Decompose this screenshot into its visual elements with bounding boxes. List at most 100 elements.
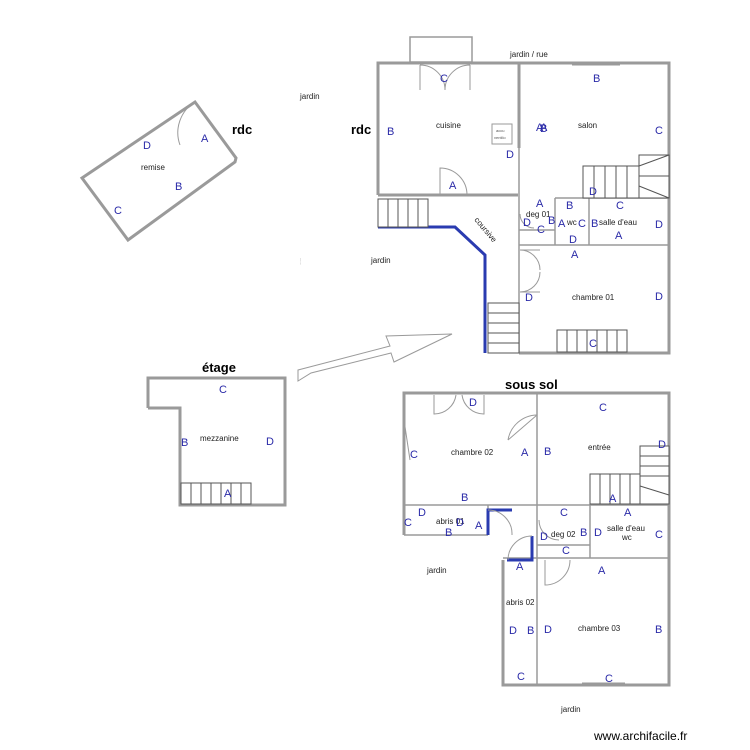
- brand-link[interactable]: www.archifacile.fr: [593, 729, 687, 743]
- wall-label: C: [616, 200, 624, 212]
- wall-label: C: [517, 671, 525, 683]
- wall-label: D: [544, 624, 552, 636]
- wall-label: B: [181, 437, 188, 449]
- wall-label: A: [598, 565, 606, 577]
- room-entree: entrée: [588, 443, 611, 452]
- arrow-icon: [297, 333, 453, 382]
- wall-label: A: [475, 520, 483, 532]
- wall-label: D: [469, 397, 477, 409]
- wall-label: B: [655, 624, 662, 636]
- remise-building: remise A D B C: [79, 99, 238, 243]
- room-salon: salon: [578, 121, 597, 130]
- room-remise: remise: [141, 163, 166, 172]
- wall-label: D: [525, 292, 533, 304]
- wall-label: C: [537, 224, 545, 236]
- wall-label: B: [387, 126, 394, 138]
- wall-label: A: [516, 561, 524, 573]
- section-title-rdc-left: rdc: [232, 122, 252, 137]
- room-mezzanine: mezzanine: [200, 434, 239, 443]
- stairs-rdc-coursive: [487, 302, 520, 354]
- wall-label: B: [445, 527, 452, 539]
- wall-label: C: [440, 73, 448, 85]
- wall-label: B: [548, 215, 555, 227]
- wall-label: C: [655, 529, 663, 541]
- wall-label: C: [219, 384, 227, 396]
- wall-label: A: [449, 180, 457, 192]
- wall-label: A: [521, 447, 529, 459]
- wall-label: C: [655, 125, 663, 137]
- wall-label: A: [536, 198, 544, 210]
- wall-label: A: [536, 122, 544, 134]
- room-coursive: coursive: [472, 216, 498, 245]
- room-salle-eau1: salle d'eau: [599, 218, 637, 227]
- wall-label: D: [569, 234, 577, 246]
- wall-label: D: [143, 140, 151, 152]
- room-wc2: wc: [621, 533, 632, 542]
- wall-label: B: [461, 492, 468, 504]
- wall-label: B: [540, 123, 547, 135]
- annotation-ventilo: ventilo: [494, 135, 506, 140]
- wall-label: D: [523, 217, 531, 229]
- wall-label: D: [418, 507, 426, 519]
- outdoor-jardin: jardin: [560, 705, 581, 714]
- sous-sol-floor: chambre 02 entrée abris 01 deg 02 salle …: [402, 391, 671, 714]
- outdoor-jardin: jardin: [299, 92, 320, 101]
- section-title-rdc-right: rdc: [351, 122, 371, 137]
- wall-label: A: [540, 122, 548, 134]
- wall-label: C: [560, 507, 568, 519]
- wall-label: A: [609, 493, 617, 505]
- wall-label: A: [558, 218, 566, 230]
- room-deg01: deg 01: [526, 210, 551, 219]
- wall-label: D: [655, 219, 663, 231]
- wall-label: C: [578, 218, 586, 230]
- outdoor-jardin: jardin: [426, 566, 447, 575]
- wall-label: C: [599, 402, 607, 414]
- stairs-rdc-left: [377, 198, 429, 228]
- wall-label: D: [658, 439, 666, 451]
- section-title-etage: étage: [202, 360, 236, 375]
- wall-label: D: [589, 186, 597, 198]
- wall-label: D: [456, 517, 464, 529]
- wall-label: B: [527, 625, 534, 637]
- annotation-accu: accu: [496, 128, 504, 133]
- wall-label: A: [615, 230, 623, 242]
- wall-label: D: [594, 527, 602, 539]
- room-salle-eau2: salle d'eau: [607, 524, 645, 533]
- outdoor-jardin-rue: jardin / rue: [509, 50, 548, 59]
- wall-label: C: [605, 673, 613, 685]
- stairs-entree: [589, 445, 670, 505]
- room-chambre03: chambre 03: [578, 624, 621, 633]
- wall-label: D: [655, 291, 663, 303]
- outdoor-jardin: jardin: [370, 256, 391, 265]
- wall-label: B: [566, 200, 573, 212]
- wall-label: B: [544, 446, 551, 458]
- wall-label: A: [624, 507, 632, 519]
- stairs-chambre01: [556, 329, 628, 353]
- stairs-rdc-salon: [582, 154, 670, 199]
- room-chambre01: chambre 01: [572, 293, 615, 302]
- wall-label: D: [266, 436, 274, 448]
- section-title-sous-sol: sous sol: [505, 377, 558, 392]
- room-deg02: deg 02: [551, 530, 576, 539]
- wall-label: A: [224, 488, 232, 500]
- wall-label: C: [562, 545, 570, 557]
- wall-label: B: [593, 73, 600, 85]
- room-cuisine: cuisine: [436, 121, 461, 130]
- wall-label: B: [175, 181, 182, 193]
- rdc-floor: accu ventilo cuisine salon coursive deg …: [299, 36, 671, 355]
- stairs-mezzanine: [180, 482, 252, 505]
- room-chambre02: chambre 02: [451, 448, 494, 457]
- wall-label: A: [201, 133, 209, 145]
- wall-label: C: [114, 205, 122, 217]
- room-abris02: abris 02: [506, 598, 535, 607]
- etage-floor: mezzanine C B D A: [146, 376, 287, 507]
- wall-label: D: [540, 531, 548, 543]
- annotation-tiny: ......: [299, 258, 304, 265]
- wall-label: C: [410, 449, 418, 461]
- wall-label: C: [589, 338, 597, 350]
- wall-label: D: [509, 625, 517, 637]
- wall-label: A: [571, 249, 579, 261]
- wall-label: D: [506, 149, 514, 161]
- room-abris01: abris 01: [436, 517, 465, 526]
